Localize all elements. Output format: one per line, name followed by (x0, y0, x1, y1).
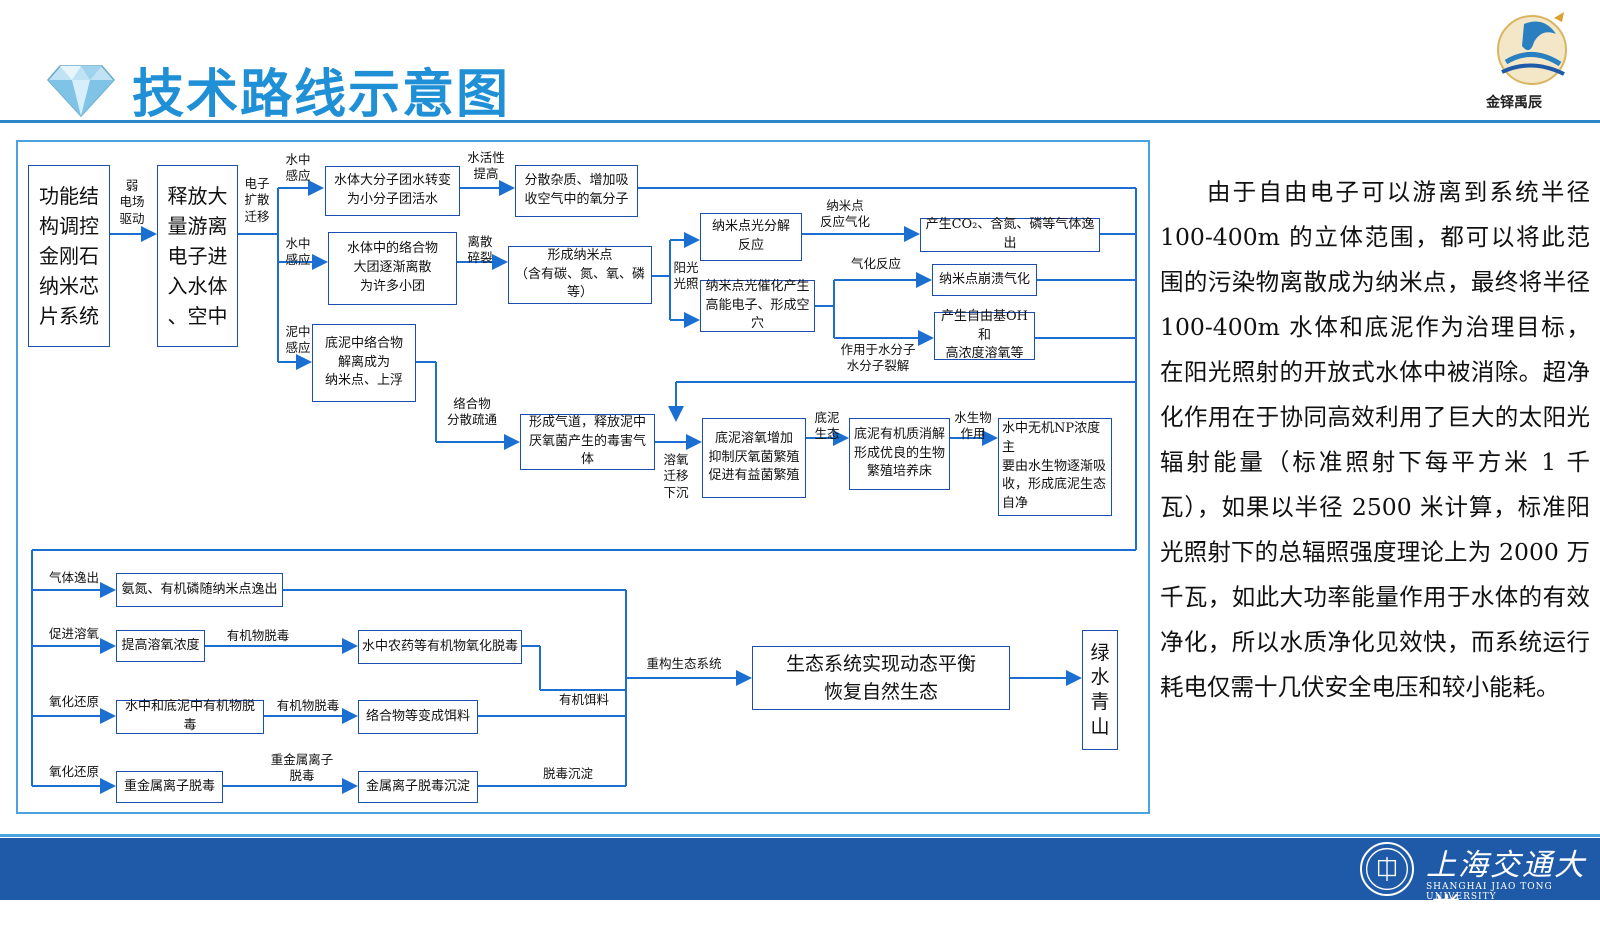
node-dissolved-oxygen: 底泥溶氧增加 抑制厌氧菌繁殖 促进有益菌繁殖 (702, 418, 806, 498)
label-water-split: 作用于水分子 水分子裂解 (840, 342, 916, 374)
label-reaction-gasify: 纳米点 反应气化 (819, 198, 870, 230)
label-redox-2: 氧化还原 (48, 764, 99, 779)
label-promote-oxygen: 促进溶氧 (48, 626, 99, 641)
node-ammonia-escape: 氨氮、有机磷随纳米点逸出 (116, 573, 283, 607)
label-rebuild-ecosystem: 重构生态系统 (646, 656, 722, 671)
diamond-icon (46, 65, 116, 118)
node-free-radical: 产生自由基OH和 高浓度溶氧等 (934, 309, 1035, 361)
node-nano-burst: 纳米点崩溃气化 (932, 264, 1037, 296)
node-nano-photodecomp: 纳米点光分解 反应 (700, 213, 802, 261)
label-gas-out: 气体逸出 (48, 570, 99, 585)
label-mud-induce: 泥中 感应 (285, 324, 311, 356)
node-green-water: 绿 水 青 山 (1082, 630, 1118, 750)
node-sediment-complex: 底泥中络合物 解离成为 纳米点、上浮 (312, 324, 416, 402)
node-gas-escape: 产生CO₂、含氮、磷等气体逸出 (920, 217, 1100, 252)
node-diamond-chip-system: 功能结 构调控 金刚石 纳米芯 片系统 (28, 165, 110, 347)
node-release-electrons: 释放大 量游离 电子进 入水体 、空中 (157, 165, 238, 347)
footer-divider (0, 834, 1600, 837)
label-precipitate: 脱毒沉淀 (542, 766, 593, 781)
university-name-en: SHANGHAI JIAO TONG UNIVERSITY (1426, 882, 1553, 902)
label-organic-detox-2: 有机物脱毒 (276, 698, 340, 713)
description-paragraph: 由于自由电子可以游离到系统半径 100-400m 的立体范围，都可以将此范围的污… (1160, 178, 1590, 701)
label-organic-detox-1: 有机物脱毒 (226, 628, 290, 643)
label-heavy-metal-detox: 重金属离子 脱毒 (270, 752, 334, 784)
logo-text: 金铎禹辰 (1486, 95, 1542, 111)
diagram-frame (16, 140, 1150, 814)
company-logo (1497, 12, 1567, 85)
node-raise-oxygen: 提高溶氧浓度 (116, 630, 205, 662)
node-complex-discrete: 水体中的络合物 大团逐渐离散 为许多小团 (328, 232, 457, 305)
diagram-connectors (31, 180, 1137, 794)
node-metal-precipitate: 金属离子脱毒沉淀 (358, 771, 478, 803)
node-water-cluster: 水体大分子团水转变 为小分子团活水 (325, 166, 460, 216)
node-heavy-metal: 重金属离子脱毒 (116, 771, 223, 803)
node-photocatalysis: 纳米点光催化产生 高能电子、形成空穴 (700, 279, 815, 332)
node-np-absorption: 水中无机NP浓度主 要由水生物逐渐吸 收，形成底泥生态 自净 (998, 418, 1112, 516)
label-activity-up: 水活性 提高 (467, 150, 505, 182)
node-pesticide-detox: 水中农药等有机物氧化脱毒 (358, 630, 522, 664)
node-organic-bed: 底泥有机质消解 形成优良的生物 繁殖培养床 (849, 418, 950, 490)
label-gas-reaction: 气化反应 (850, 256, 901, 271)
university-seal-icon (1360, 842, 1414, 896)
label-oxygen-sink: 溶氧 迁移 下沉 (663, 452, 689, 500)
label-water-induce-1: 水中 感应 (285, 152, 311, 184)
node-form-nanodots: 形成纳米点 （含有碳、氮、氧、磷等） (508, 246, 652, 304)
footer-bar (0, 838, 1600, 900)
node-disperse-oxygen: 分散杂质、增加吸 收空气中的氧分子 (515, 165, 638, 217)
node-organic-detox: 水中和底泥中有机物脱毒 (116, 699, 264, 734)
label-discrete: 离散 碎裂 (467, 234, 493, 266)
page-title: 技术路线示意图 (132, 65, 511, 125)
label-weak-field: 弱 电场 驱动 (119, 178, 145, 226)
node-gas-channel: 形成气道，释放泥中 厌氧菌产生的毒害气体 (520, 414, 655, 470)
label-redox-1: 氧化还原 (48, 694, 99, 709)
label-sediment-eco: 底泥 生态 (814, 410, 840, 442)
label-water-induce-2: 水中 感应 (285, 236, 311, 268)
label-sunlight: 阳光 光照 (673, 260, 699, 292)
label-organic-feed: 有机饵料 (558, 692, 609, 707)
label-electron-diffuse: 电子 扩散 迁移 (244, 176, 270, 224)
node-complex-feed: 络合物等变成饵料 (358, 700, 478, 734)
node-ecosystem-balance: 生态系统实现动态平衡 恢复自然生态 (752, 646, 1010, 710)
label-complex-dredge: 络合物 分散疏通 (446, 396, 497, 428)
label-aquatic-effect: 水生物 作用 (954, 410, 992, 442)
header-divider (0, 120, 1600, 123)
